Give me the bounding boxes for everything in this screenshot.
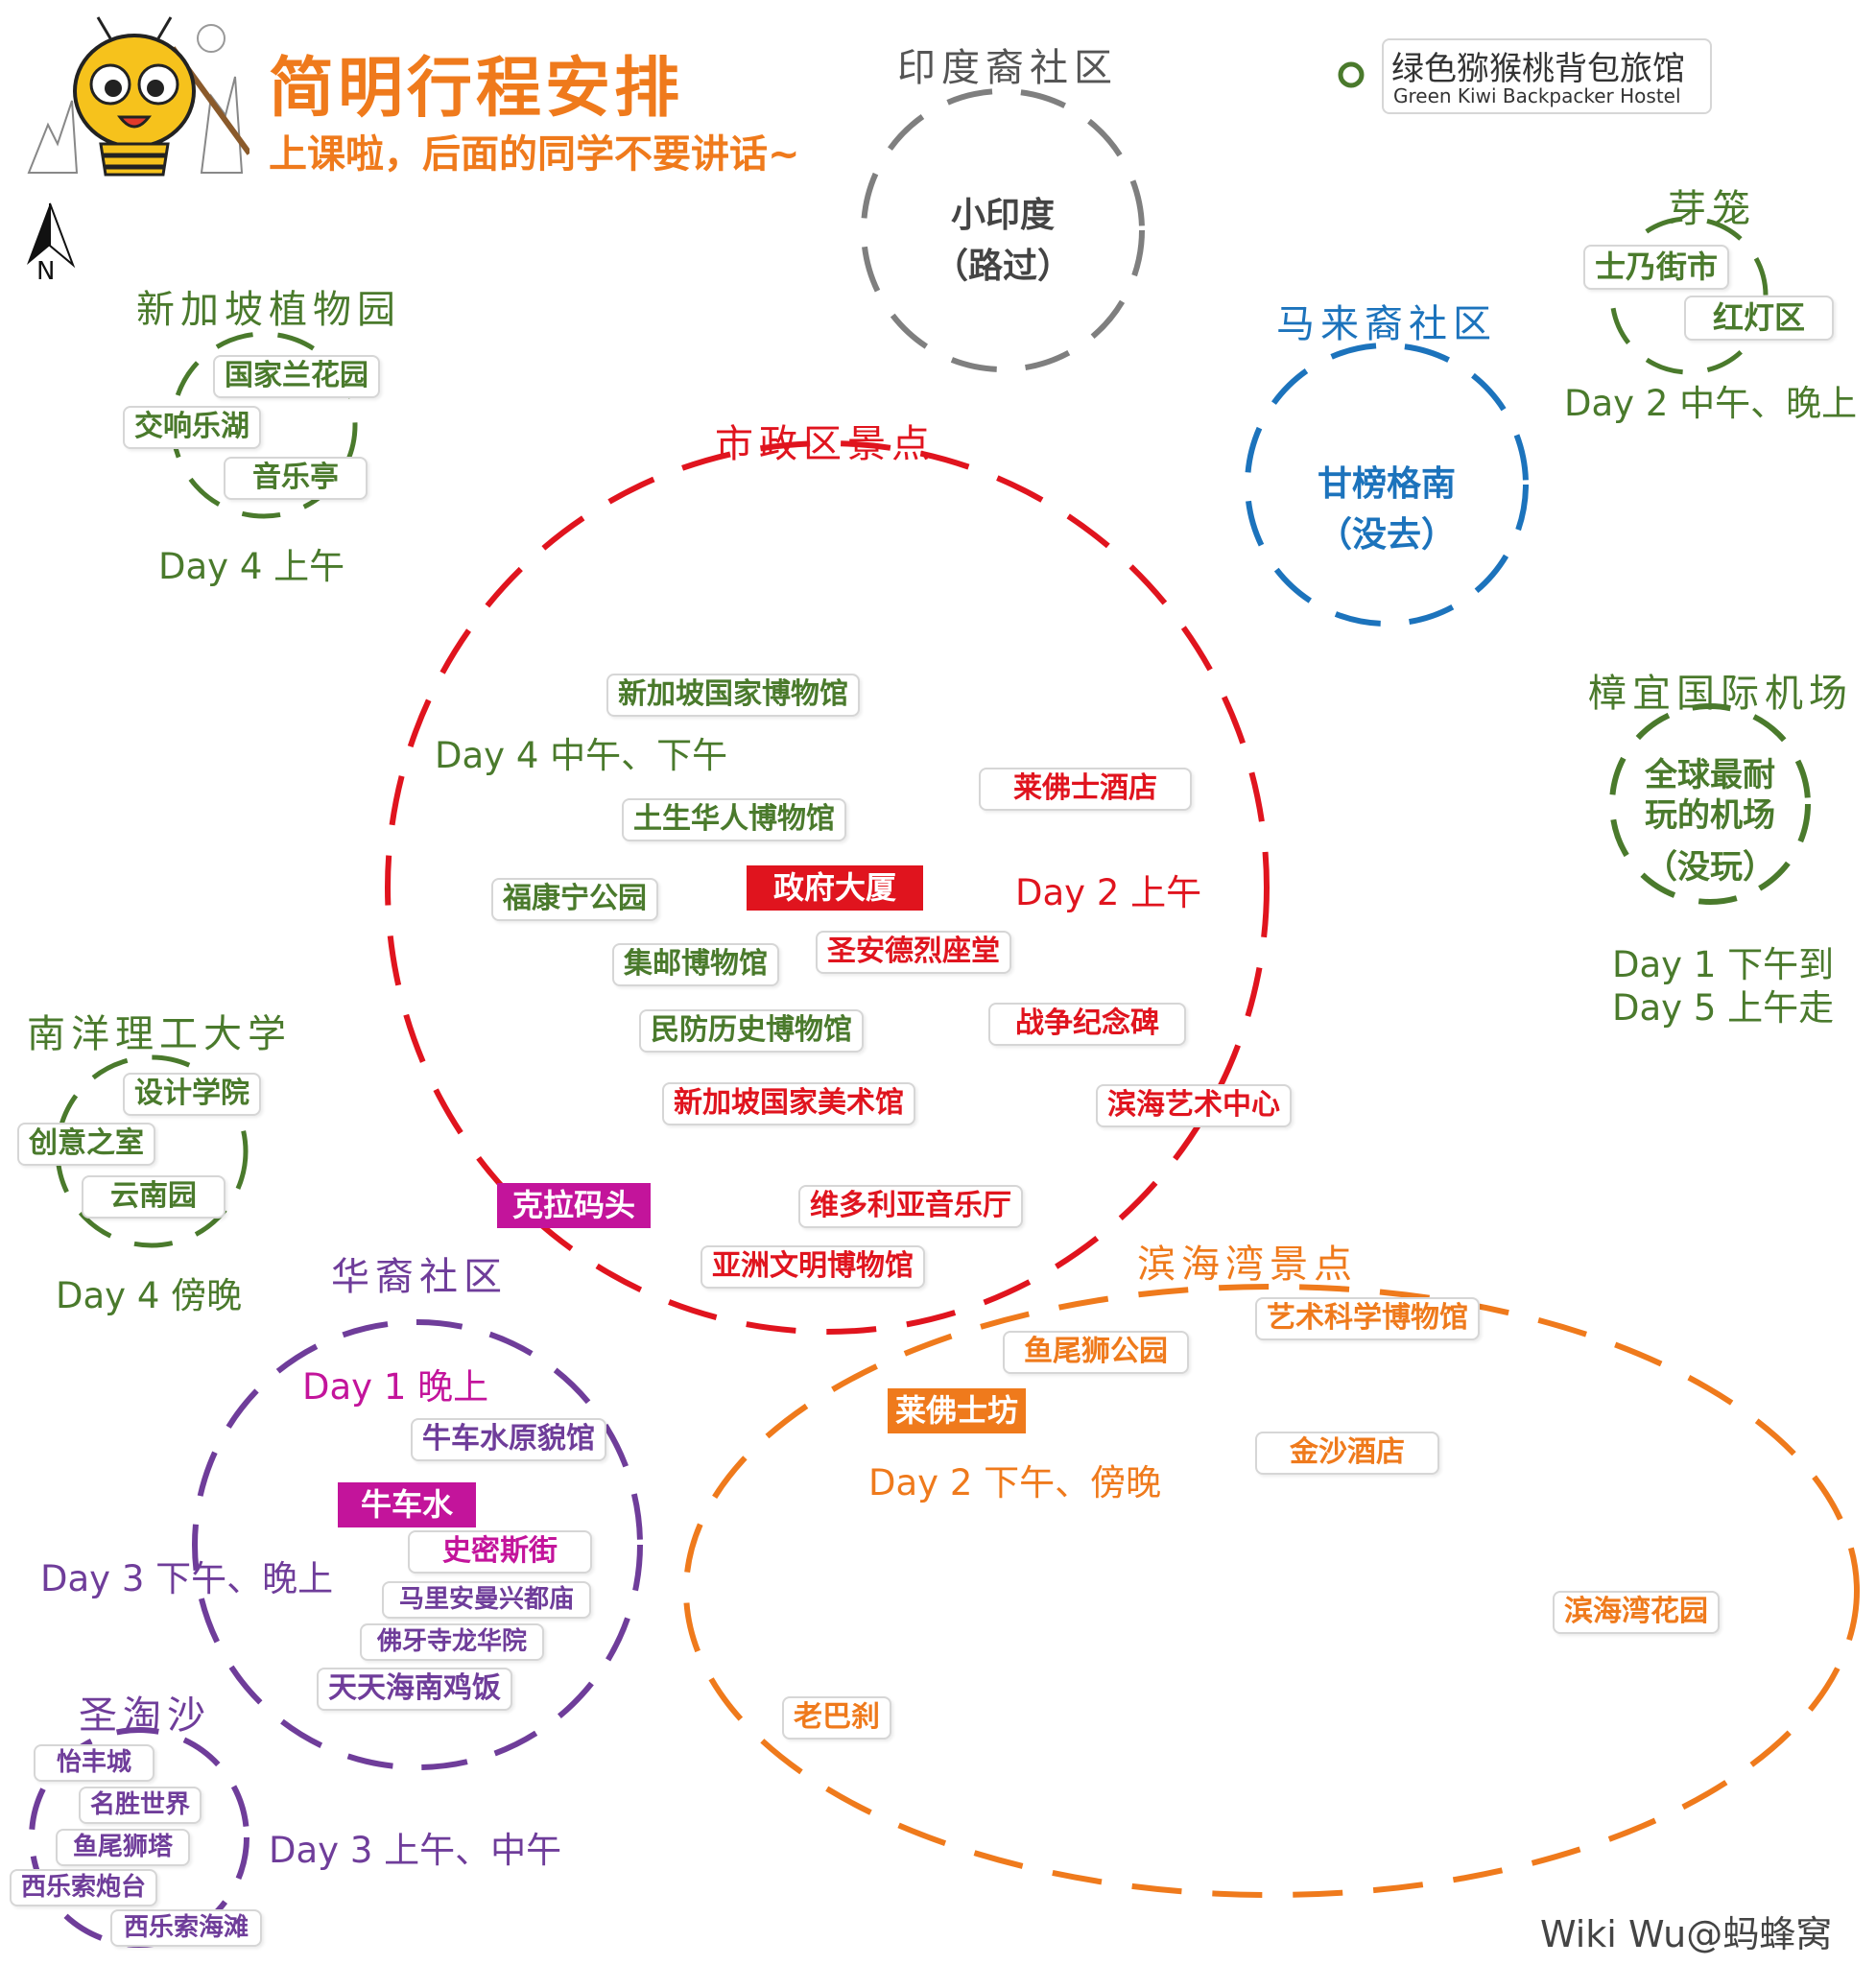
airport-circle bbox=[1609, 703, 1811, 905]
ntu-item-0: 设计学院 bbox=[123, 1073, 261, 1116]
botanic-item-0: 国家兰花园 bbox=[213, 355, 380, 398]
botanic-day: Day 4 上午 bbox=[158, 546, 345, 587]
chinatown-item-1: 史密斯街 bbox=[408, 1530, 592, 1574]
civic-red-item-4: 滨海艺术中心 bbox=[1096, 1084, 1292, 1127]
north-label: N bbox=[36, 257, 56, 286]
marina-circle bbox=[683, 1284, 1860, 1898]
civic-red-item-5: 维多利亚音乐厅 bbox=[798, 1185, 1023, 1228]
geylang-item-1: 红灯区 bbox=[1684, 296, 1835, 342]
kampong-glam-line1: 甘榜格南 bbox=[1317, 464, 1456, 504]
sentosa-item-0: 怡丰城 bbox=[34, 1744, 155, 1783]
civic-red-item-3: 新加坡国家美术馆 bbox=[662, 1082, 915, 1125]
botanic-title: 新加坡植物园 bbox=[136, 288, 401, 332]
marina-title: 滨海湾景点 bbox=[1137, 1243, 1358, 1287]
kampong-glam-title: 马来裔社区 bbox=[1276, 302, 1497, 346]
little-india-circle bbox=[861, 88, 1145, 372]
civic-green-item-0: 新加坡国家博物馆 bbox=[606, 674, 860, 717]
marina-item-3: 滨海湾花园 bbox=[1553, 1591, 1720, 1634]
airport-day-arrive: Day 1 下午到 bbox=[1612, 944, 1835, 985]
marina-day: Day 2 下午、傍晚 bbox=[868, 1462, 1162, 1503]
little-india-line2: （路过） bbox=[933, 247, 1072, 286]
chinatown-item-3: 佛牙寺龙华院 bbox=[360, 1623, 545, 1662]
hostel-marker bbox=[1338, 61, 1365, 88]
north-arrow-icon bbox=[27, 202, 76, 269]
marina-item-4: 老巴刹 bbox=[782, 1696, 891, 1740]
mascot-logo bbox=[19, 10, 252, 182]
ntu-title: 南洋理工大学 bbox=[27, 1012, 292, 1056]
botanic-item-1: 交响乐湖 bbox=[123, 406, 261, 449]
chinatown-item-0: 牛车水原貌馆 bbox=[411, 1418, 606, 1461]
little-india-line1: 小印度 bbox=[950, 196, 1055, 235]
ntu-item-2: 云南园 bbox=[82, 1175, 226, 1219]
hostel-name-en: Green Kiwi Backpacker Hostel bbox=[1393, 84, 1681, 107]
ntu-day: Day 4 傍晚 bbox=[56, 1275, 243, 1316]
airport-title: 樟宜国际机场 bbox=[1588, 672, 1853, 716]
hostel-name-cn: 绿色猕猴桃背包旅馆 bbox=[1391, 50, 1685, 88]
sentosa-title: 圣淘沙 bbox=[79, 1693, 211, 1738]
little-india-title: 印度裔社区 bbox=[897, 46, 1118, 90]
civic-red-item-0: 莱佛士酒店 bbox=[979, 768, 1192, 811]
airport-line3: （没玩） bbox=[1645, 848, 1775, 887]
civic-green-item-4: 民防历史博物馆 bbox=[639, 1009, 864, 1053]
airport-line2: 玩的机场 bbox=[1645, 796, 1775, 835]
kampong-glam-circle bbox=[1245, 343, 1529, 627]
botanic-item-2: 音乐亭 bbox=[224, 457, 368, 500]
page-title: 简明行程安排 bbox=[269, 51, 684, 127]
sentosa-day: Day 3 上午、中午 bbox=[269, 1830, 562, 1871]
chinatown-day1: Day 1 晚上 bbox=[302, 1366, 489, 1408]
chinatown-center-label: 牛车水 bbox=[338, 1482, 477, 1528]
marina-item-2: 金沙酒店 bbox=[1255, 1432, 1439, 1475]
civic-green-item-2: 福康宁公园 bbox=[491, 878, 658, 921]
geylang-item-0: 士乃街市 bbox=[1583, 245, 1730, 291]
civic-red-item-1: 圣安德烈座堂 bbox=[816, 931, 1011, 974]
chinatown-circle bbox=[192, 1319, 643, 1770]
ntu-item-1: 创意之室 bbox=[17, 1123, 155, 1166]
civic-green-item-3: 集邮博物馆 bbox=[612, 943, 779, 986]
page-subtitle: 上课啦，后面的同学不要讲话~ bbox=[269, 132, 800, 177]
author-credit: Wiki Wu@蚂蜂窝 bbox=[1540, 1913, 1833, 1955]
hostel-legend: 绿色猕猴桃背包旅馆 Green Kiwi Backpacker Hostel bbox=[1382, 38, 1712, 114]
marina-item-1: 鱼尾狮公园 bbox=[1003, 1331, 1189, 1374]
ntu-circle bbox=[55, 1054, 249, 1248]
marina-center-label: 莱佛士坊 bbox=[888, 1388, 1027, 1434]
airport-line1: 全球最耐 bbox=[1645, 756, 1775, 794]
sentosa-item-2: 鱼尾狮塔 bbox=[56, 1829, 191, 1867]
civic-red-item-6: 亚洲文明博物馆 bbox=[701, 1245, 925, 1289]
civic-center-label: 政府大厦 bbox=[747, 865, 924, 911]
chinatown-item-4: 天天海南鸡饭 bbox=[317, 1668, 512, 1711]
sentosa-item-3: 西乐索炮台 bbox=[10, 1869, 158, 1907]
clarke-quay-label: 克拉码头 bbox=[497, 1183, 652, 1229]
sentosa-item-1: 名胜世界 bbox=[79, 1787, 202, 1825]
civic-day2: Day 2 上午 bbox=[1015, 872, 1202, 913]
civic-day4: Day 4 中午、下午 bbox=[435, 735, 728, 776]
sentosa-item-4: 西乐索海滩 bbox=[110, 1909, 263, 1948]
civic-green-item-1: 土生华人博物馆 bbox=[622, 798, 846, 841]
civic-circle bbox=[385, 440, 1270, 1335]
marina-item-0: 艺术科学博物馆 bbox=[1255, 1297, 1480, 1340]
civic-title: 市政区景点 bbox=[715, 422, 936, 466]
geylang-day: Day 2 中午、晚上 bbox=[1564, 383, 1858, 424]
chinatown-title: 华裔社区 bbox=[331, 1255, 508, 1299]
airport-day-leave: Day 5 上午走 bbox=[1612, 987, 1835, 1029]
kampong-glam-line2: （没去） bbox=[1317, 515, 1456, 555]
civic-red-item-2: 战争纪念碑 bbox=[988, 1003, 1186, 1046]
chinatown-day3: Day 3 下午、晚上 bbox=[40, 1558, 334, 1599]
geylang-title: 芽笼 bbox=[1668, 187, 1756, 231]
chinatown-item-2: 马里安曼兴都庙 bbox=[382, 1581, 592, 1620]
